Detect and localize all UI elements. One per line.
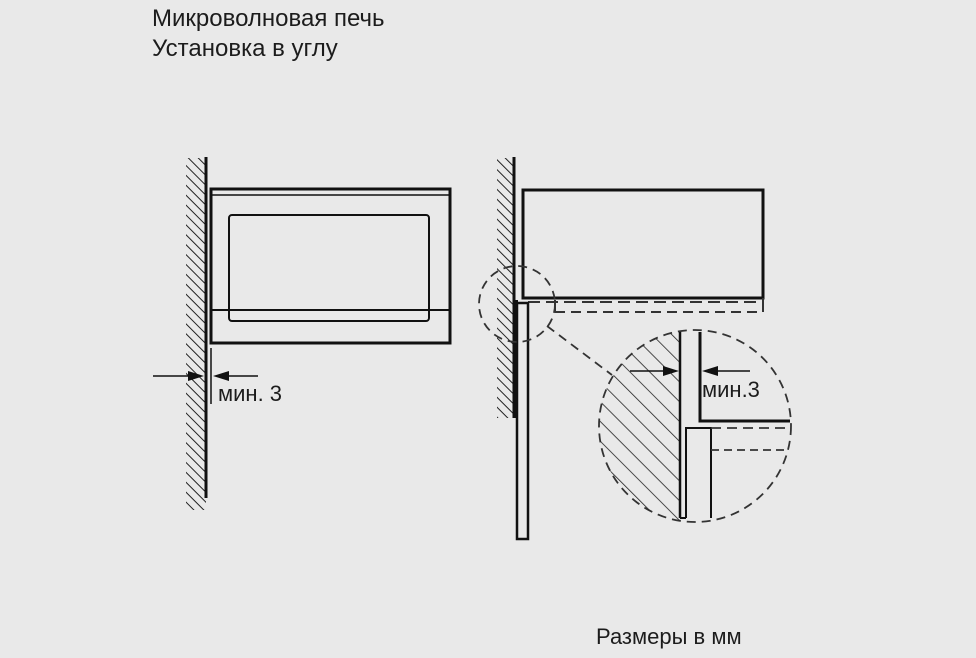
detail-circle [598, 329, 792, 523]
microwave-body [209, 187, 452, 345]
detail-dimension-label: мин.3 [702, 377, 760, 402]
dimension-arrow-right [188, 371, 204, 381]
left-dimension-label: мин. 3 [218, 381, 283, 406]
diagram-title: Микроволновая печь Установка в углу [152, 4, 385, 64]
detail-arrow-right [663, 366, 679, 376]
detail-cabinet-corner [698, 332, 790, 423]
right-side-view [478, 157, 765, 541]
side-panel [515, 301, 530, 541]
cabinet-unit [521, 188, 765, 300]
detail-arrow-left [702, 366, 718, 376]
left-front-view [153, 157, 452, 510]
dimension-arrow-left [213, 371, 229, 381]
detail-leader-line [546, 325, 613, 376]
title-line-2: Установка в углу [152, 35, 338, 62]
detail-side-panel [685, 427, 712, 518]
detail-marker-circle [478, 265, 556, 343]
units-note: Размеры в мм [596, 624, 742, 649]
wall-hatching-right [497, 158, 514, 418]
detail-view [598, 329, 792, 523]
title-line-1: Микроволновая печь [152, 5, 385, 32]
detail-wall-hatching [600, 330, 680, 522]
microwave-window [228, 214, 430, 322]
wall-hatching-left [186, 158, 206, 510]
